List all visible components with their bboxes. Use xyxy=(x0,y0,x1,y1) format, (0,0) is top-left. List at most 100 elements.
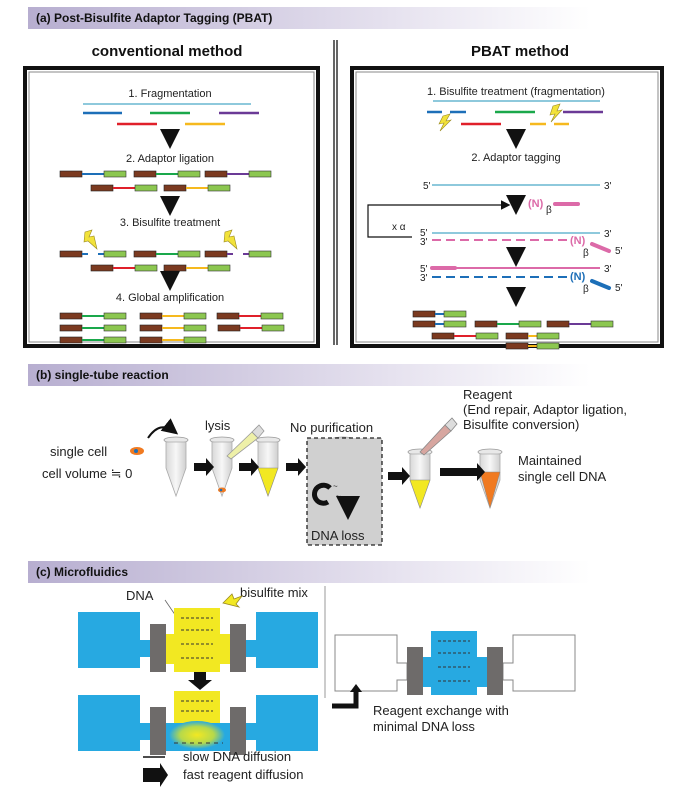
adaptor-fragment xyxy=(474,320,542,328)
svg-text:3': 3' xyxy=(604,229,612,240)
conv-step-3: 3. Bisulfite treatment xyxy=(120,217,220,229)
amplified-fragments xyxy=(59,312,285,344)
legend: slow DNA diffusion fast reagent diffusio… xyxy=(143,749,303,787)
fast-arrow-icon xyxy=(143,763,168,787)
adaptor-fragment xyxy=(505,332,560,340)
right-arrow-icon xyxy=(388,467,410,485)
ligated-fragments xyxy=(59,170,272,192)
maintained-label: Maintained single cell DNA xyxy=(518,453,606,484)
adaptor-fragment xyxy=(59,250,127,258)
adaptor-fragment xyxy=(59,336,127,344)
adaptor-fragment xyxy=(412,310,467,318)
section-c-title: (c) Microfluidics xyxy=(36,565,128,579)
svg-text:5': 5' xyxy=(615,246,623,257)
conv-step-2: 2. Adaptor ligation xyxy=(126,153,214,165)
lightning-icon xyxy=(83,229,98,250)
section-b-header: (b) single-tube reaction xyxy=(28,364,690,386)
adaptor-fragment xyxy=(204,250,272,258)
svg-text:5': 5' xyxy=(420,228,428,239)
adaptor-fragment xyxy=(505,342,560,350)
cell-volume-label: cell volume ≒ 0 xyxy=(42,466,132,481)
no-purification-label: No purification xyxy=(290,420,373,435)
valve xyxy=(150,624,166,672)
section-a-title: (a) Post-Bisulfite Adaptor Tagging (PBAT… xyxy=(36,11,272,25)
svg-text:3': 3' xyxy=(604,181,612,192)
valve xyxy=(407,647,423,695)
column-divider xyxy=(333,40,338,345)
svg-text:~: ~ xyxy=(333,482,338,491)
adaptor-fragment xyxy=(163,184,231,192)
svg-text:(N): (N) xyxy=(570,271,586,283)
dna-loss-label: DNA loss xyxy=(311,528,365,543)
template-strand: 5' 3' xyxy=(423,181,612,192)
valve xyxy=(230,707,246,755)
adaptor-fragment xyxy=(139,336,207,344)
second-strand-synthesis: 5' 3' 3' (N) β 5' xyxy=(420,264,623,295)
microfluidic-chip-before xyxy=(78,608,318,672)
tube-icon xyxy=(163,436,189,498)
microfluidic-chip-after xyxy=(334,631,576,695)
adaptor-fragment xyxy=(139,312,207,320)
svg-text:Reagent exchange with: Reagent exchange with xyxy=(373,703,509,718)
conv-step-4: 4. Global amplification xyxy=(116,292,224,304)
adaptor-fragment xyxy=(163,264,231,272)
right-arrow-icon xyxy=(194,458,214,476)
adaptor-fragment xyxy=(216,312,284,320)
svg-text:β: β xyxy=(546,205,552,216)
svg-text:~: ~ xyxy=(336,492,341,501)
lightning-icon xyxy=(223,229,238,250)
svg-text:5': 5' xyxy=(615,283,623,294)
adaptor-fragment xyxy=(90,184,158,192)
section-a-header: (a) Post-Bisulfite Adaptor Tagging (PBAT… xyxy=(28,7,690,29)
right-arrow-icon xyxy=(286,458,306,476)
svg-text:Bisulfite conversion): Bisulfite conversion) xyxy=(463,417,579,432)
adaptor-fragment xyxy=(139,324,207,332)
svg-text:single cell DNA: single cell DNA xyxy=(518,469,606,484)
pbat-step-2: 2. Adaptor tagging xyxy=(471,152,560,164)
adaptor-fragment xyxy=(90,264,158,272)
svg-text:(N): (N) xyxy=(570,235,586,247)
adaptor-fragment xyxy=(546,320,614,328)
process-arrows xyxy=(194,458,485,485)
adaptor-fragment xyxy=(59,312,127,320)
svg-text:Reagent: Reagent xyxy=(463,387,513,402)
svg-text:x α: x α xyxy=(392,222,406,233)
right-arrow-icon xyxy=(239,458,259,476)
conventional-title: conventional method xyxy=(92,43,243,60)
pbat-library-fragments xyxy=(412,310,614,350)
microfluidic-chip-diffusion xyxy=(78,691,318,755)
svg-text:β: β xyxy=(583,248,589,259)
lightning-icon xyxy=(438,103,563,132)
right-arrow-icon xyxy=(440,463,485,481)
inlet-arrow-icon xyxy=(222,593,244,608)
pbat-fragmentation-strands xyxy=(427,100,603,126)
svg-text:β: β xyxy=(583,284,589,295)
adaptor-fragment xyxy=(431,332,499,340)
exchange-arrow xyxy=(332,690,359,709)
adaptor-fragment xyxy=(133,170,201,178)
fragmentation-strands xyxy=(83,103,259,126)
reagent-pipette-icon xyxy=(419,417,458,456)
tube-icon xyxy=(477,448,503,510)
tube-icon xyxy=(255,436,281,498)
conventional-panel xyxy=(23,66,320,348)
random-primer: (N) β xyxy=(528,198,580,216)
lysis-label: lysis xyxy=(205,418,231,433)
svg-text:(N): (N) xyxy=(528,198,544,210)
svg-text:minimal DNA loss: minimal DNA loss xyxy=(373,719,475,734)
pbat-panel xyxy=(350,66,664,348)
tube-icon xyxy=(407,448,433,510)
svg-text:fast reagent diffusion: fast reagent diffusion xyxy=(183,767,303,782)
pbat-step-1: 1. Bisulfite treatment (fragmentation) xyxy=(427,86,605,98)
adaptor-fragment xyxy=(217,324,285,332)
adaptor-fragment xyxy=(133,250,201,258)
adaptor-fragment xyxy=(204,170,272,178)
svg-text:Maintained: Maintained xyxy=(518,453,582,468)
section-c-header: (c) Microfluidics xyxy=(28,561,690,583)
svg-text:3': 3' xyxy=(604,264,612,275)
adaptor-fragment xyxy=(412,320,467,328)
svg-text:slow DNA diffusion: slow DNA diffusion xyxy=(183,749,291,764)
bisulfite-treated-fragments xyxy=(59,229,272,272)
svg-text:3': 3' xyxy=(420,237,428,248)
